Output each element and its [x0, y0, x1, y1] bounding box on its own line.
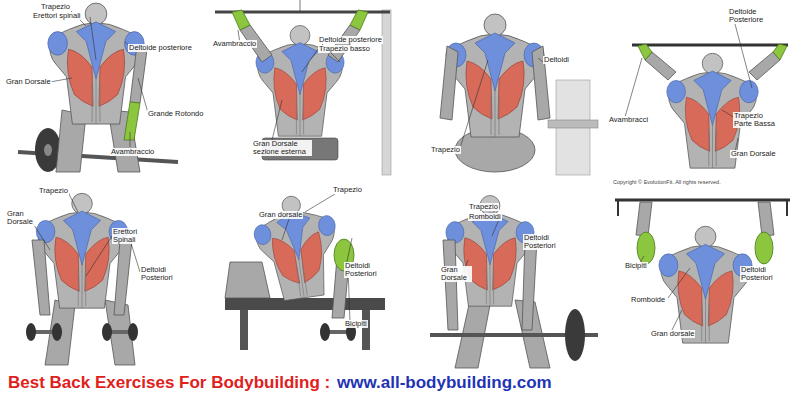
muscle-label: Trapezio — [332, 186, 363, 194]
muscle-label: Gran dorsale — [650, 330, 695, 338]
muscle-label: Gran Dorsale — [6, 210, 38, 226]
muscle-label: Bicipiti — [624, 262, 648, 270]
muscle-label: Trapezio — [430, 146, 461, 154]
panel-3 — [440, 14, 598, 175]
muscle-label: Deltoide posteriore — [318, 36, 383, 44]
copyright-note: Copyright © EvolutionFit. All rights res… — [612, 180, 722, 186]
muscle-label: Romboide — [630, 296, 666, 304]
muscle-label: Gran Dorsale — [730, 150, 777, 158]
panel-2 — [215, 0, 391, 175]
muscle-label: Trapezio — [38, 187, 69, 195]
muscle-label: Deltoide Posteriore — [728, 8, 780, 24]
muscle-label: Erettori spinali — [32, 12, 82, 20]
muscle-label: Avambraccio — [110, 148, 155, 156]
muscle-label: Grande Rotondo — [147, 110, 204, 118]
muscle-label: Trapezio Parte Bassa — [733, 112, 780, 128]
muscle-label: Deltoide posteriore — [128, 44, 193, 52]
muscle-label: Deltoidi Posteriori — [140, 266, 187, 282]
panel-7 — [430, 196, 598, 369]
muscle-label: Gran dorsale — [258, 211, 303, 219]
muscle-label: Deltoidi Posteriori — [344, 262, 391, 278]
muscle-label: Avambraccio — [212, 40, 257, 48]
panel-8 — [615, 200, 790, 343]
panel-1 — [18, 3, 178, 172]
muscle-label: Trapezio — [468, 203, 499, 211]
website-url: www.all-bodybuilding.com — [336, 374, 553, 393]
muscle-label: Deltoidi Posteriori — [740, 266, 787, 282]
panel-5 — [26, 192, 140, 365]
panel-4 — [625, 24, 788, 168]
muscle-label: Avambracci — [608, 116, 649, 124]
muscle-label: Gran Dorsale sezione esterna — [252, 140, 312, 156]
muscle-label: Gran Dorsale — [5, 78, 52, 86]
muscle-label: Trapezio — [40, 3, 71, 11]
muscle-label: Gran Dorsale — [440, 266, 472, 282]
muscle-label: Romboidi — [468, 213, 502, 221]
muscle-label: Deltoidi Posteriori — [523, 234, 570, 250]
muscle-label: Deltoidi — [543, 56, 570, 64]
muscle-label: Bicipiti — [344, 320, 368, 328]
caption: Best Back Exercises For Bodybuilding : — [8, 374, 330, 393]
muscle-label: Erettori Spinali — [112, 228, 154, 244]
muscle-label: Trapezio basso — [318, 45, 371, 53]
